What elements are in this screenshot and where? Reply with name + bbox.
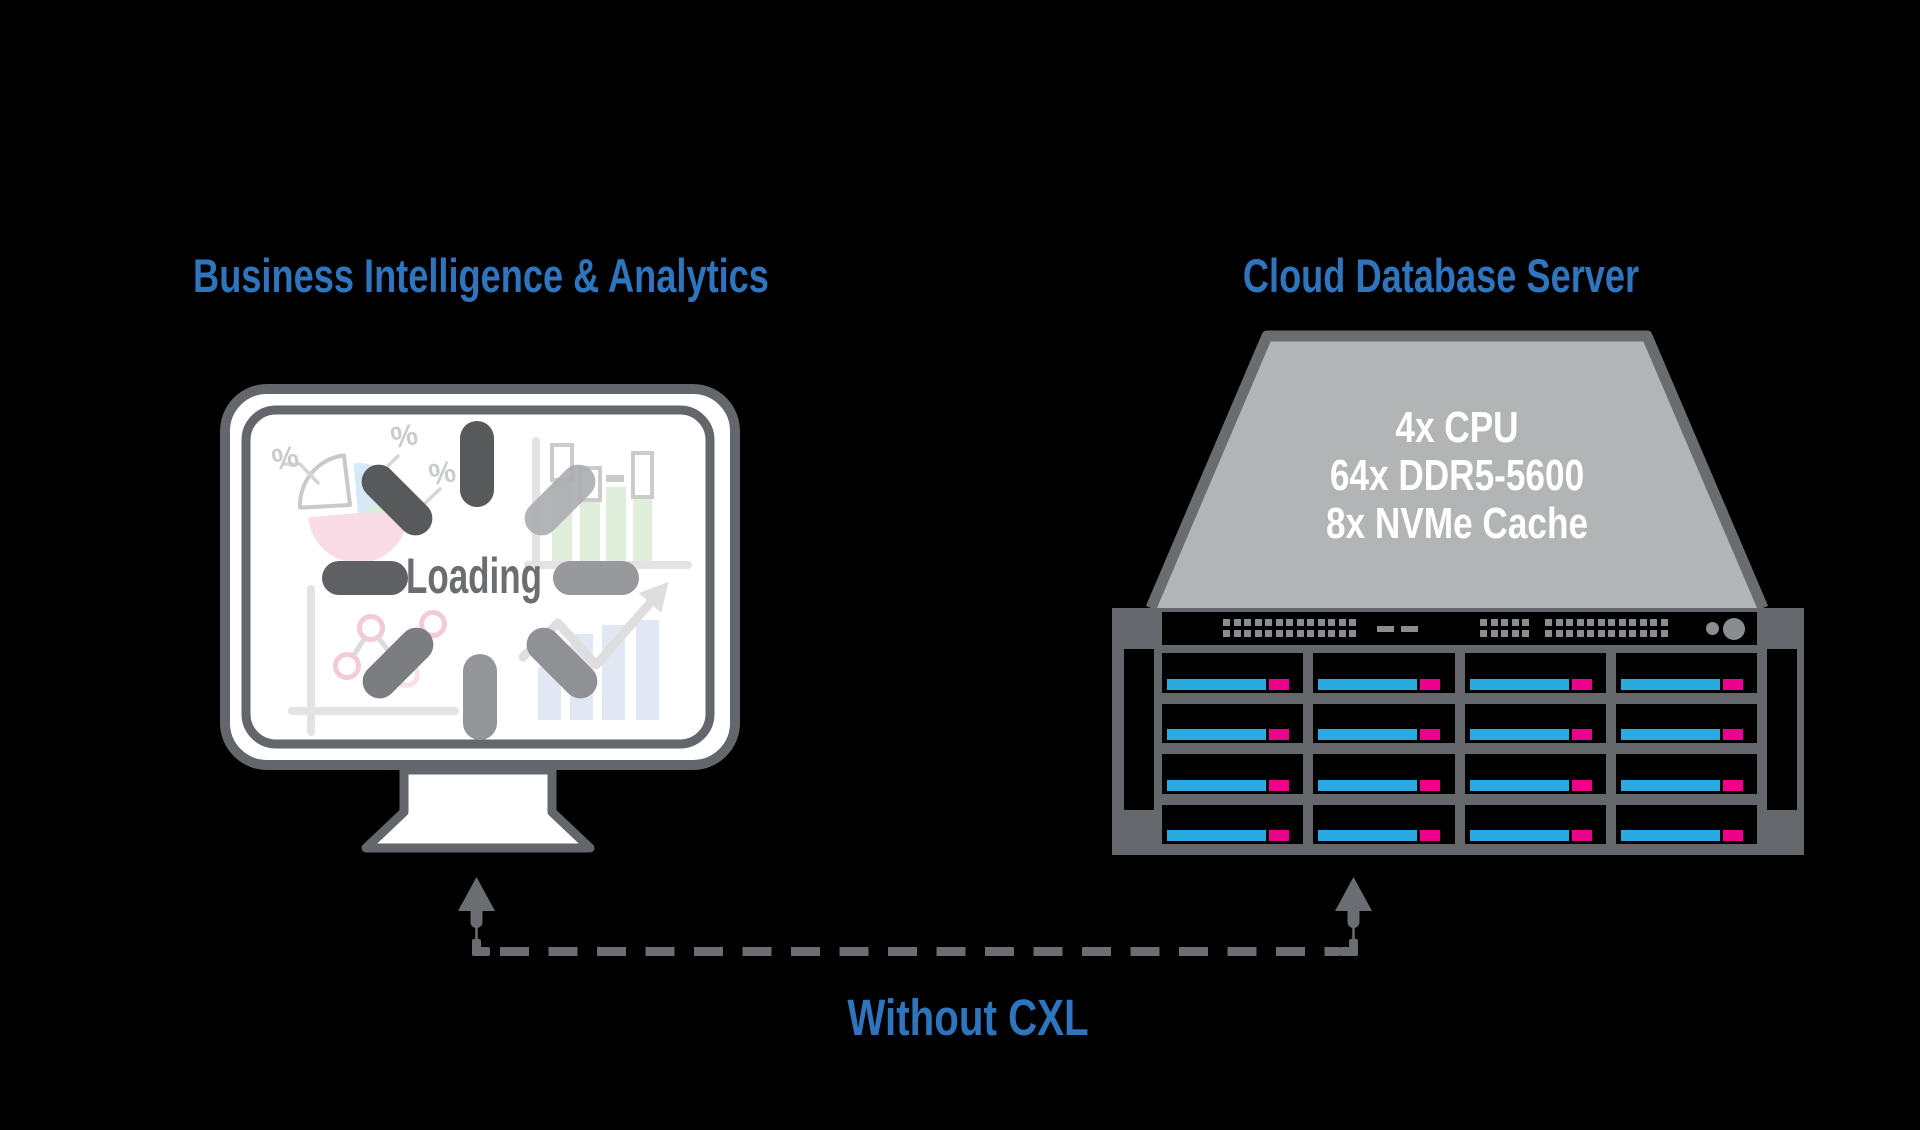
drive-tray [1313,754,1455,794]
drive-activity-bar [1318,779,1418,791]
rack-front-panel [1162,612,1757,645]
panel-buttons-icon [1706,612,1745,645]
rack-rail-left [1124,649,1154,810]
link-elbow-right [1340,939,1358,956]
drive-led [1722,729,1743,740]
drive-led [1571,830,1592,841]
drive-led [1420,779,1441,791]
arrow-up-right-icon [1335,877,1372,944]
drive-tray [1615,703,1757,743]
chassis-shape [1151,336,1763,608]
drive-activity-bar [1620,678,1720,690]
drive-led [1722,678,1743,690]
connection-link [458,877,1372,956]
drive-led [1269,729,1289,740]
drive-led [1269,779,1289,791]
drive-led [1269,678,1289,690]
power-led-icon [1706,622,1719,635]
drive-tray [1162,703,1304,743]
vent-grid-icon [1223,619,1356,637]
drive-bay-grid [1162,653,1757,844]
monitor-illustration: % % % [220,384,740,853]
drive-tray [1615,804,1757,844]
vent-grid-icon [1545,619,1668,637]
drive-activity-bar [1469,779,1569,791]
percent-label: % [388,418,420,455]
drive-tray [1464,653,1606,693]
link-elbow-left [472,939,490,956]
drive-led [1420,678,1441,690]
without-cxl-label: Without CXL [847,989,1089,1046]
percent-label: % [269,440,301,477]
drive-led [1420,729,1441,740]
percent-label: % [426,455,458,492]
drive-activity-bar [1167,779,1266,791]
drive-activity-bar [1469,830,1569,841]
loading-spinner-icon [322,421,639,740]
drive-led [1269,830,1289,841]
drive-tray [1464,703,1606,743]
drive-led [1571,678,1592,690]
vent-dashes-icon [1377,626,1418,632]
drive-activity-bar [1318,830,1418,841]
spec-nvme: 8x NVMe Cache [1326,499,1588,548]
spec-cpu: 4x CPU [1395,403,1518,452]
server-rack [1112,608,1804,855]
loading-label: Loading [406,549,542,605]
drive-tray [1464,804,1606,844]
drive-tray [1313,804,1455,844]
server-chassis-top: 4x CPU 64x DDR5-5600 8x NVMe Cache [1145,330,1769,611]
drive-tray [1162,653,1304,693]
drive-activity-bar [1620,729,1720,740]
drive-tray [1162,804,1304,844]
drive-led [1722,779,1743,791]
drive-tray [1313,703,1455,743]
drive-activity-bar [1469,729,1569,740]
spec-memory: 64x DDR5-5600 [1330,451,1584,500]
drive-led [1571,779,1592,791]
pie-chart-icon: % % % [269,418,458,563]
vent-grid-icon [1480,619,1529,637]
drive-tray [1464,754,1606,794]
drive-activity-bar [1469,678,1569,690]
drive-led [1420,830,1441,841]
drive-activity-bar [1620,779,1720,791]
drive-tray [1615,653,1757,693]
drive-activity-bar [1167,729,1266,740]
cloud-db-title: Cloud Database Server [1242,249,1640,302]
drive-activity-bar [1318,678,1418,690]
drive-led [1722,830,1743,841]
monitor-stand [361,765,595,853]
drive-tray [1162,754,1304,794]
power-button-icon [1723,617,1745,640]
drive-activity-bar [1167,830,1266,841]
drive-activity-bar [1318,729,1418,740]
drive-activity-bar [1620,830,1720,841]
bi-analytics-title: Business Intelligence & Analytics [193,249,769,302]
rack-rail-right [1767,649,1797,810]
drive-tray [1313,653,1455,693]
drive-led [1571,729,1592,740]
drive-tray [1615,754,1757,794]
arrow-up-left-icon [458,877,495,944]
drive-activity-bar [1167,678,1266,690]
